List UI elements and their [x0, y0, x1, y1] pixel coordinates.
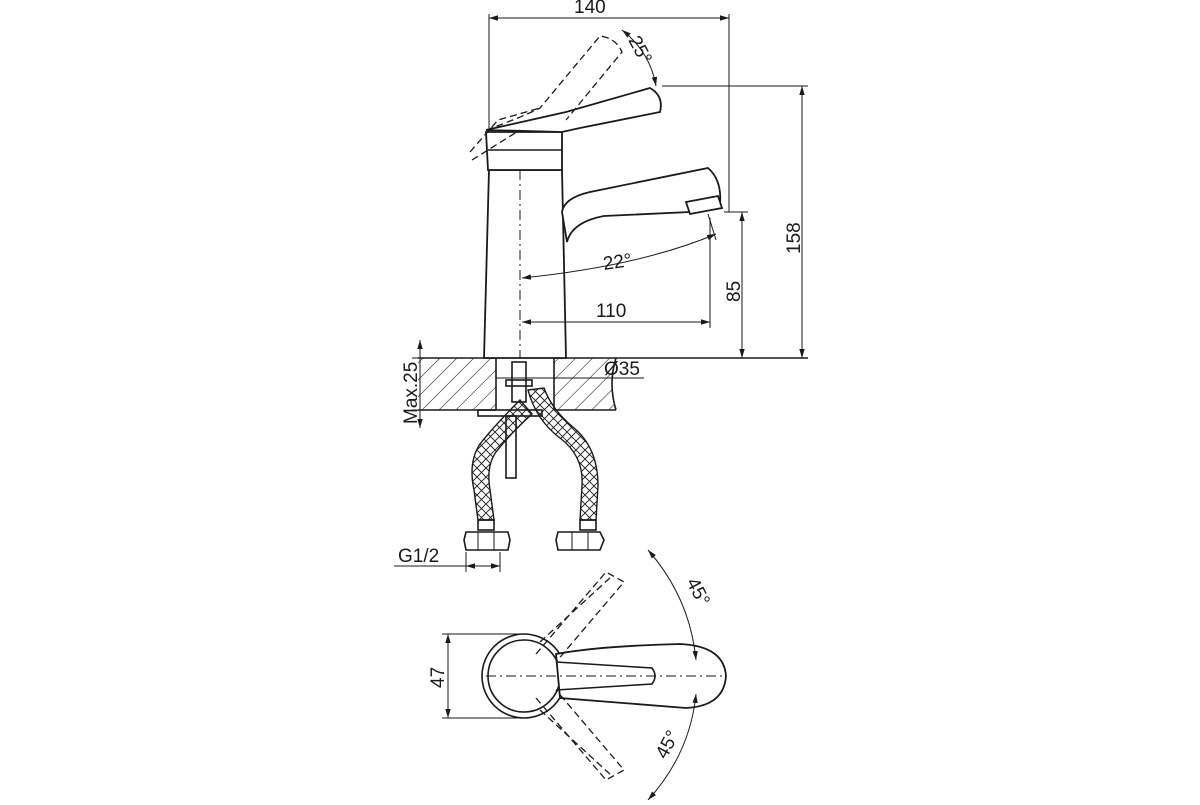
dimension-spout-reach: 110 [522, 218, 711, 328]
handle-angle-label: 25° [624, 32, 656, 67]
rotation-down-label: 45° [652, 727, 684, 762]
top-view: 45° 45° 47 [428, 549, 727, 801]
hole-diameter-label: Ø35 [604, 359, 640, 380]
dimension-height-total: 158 [662, 85, 808, 358]
thread-label: G1/2 [398, 546, 439, 567]
base-width-label: 47 [428, 667, 449, 688]
height-total-label: 158 [784, 222, 805, 254]
deck-thickness-label: Max.25 [401, 362, 422, 424]
dimension-deck-thickness: Max.25 [401, 340, 440, 428]
dimension-thread: G1/2 [394, 546, 501, 572]
dimension-spout-height: 85 [724, 211, 748, 358]
dimension-spout-angle: 22° [521, 213, 717, 280]
dimension-hole-diameter: Ø35 [496, 359, 644, 380]
spout-height-label: 85 [724, 281, 745, 302]
dimension-base-width: 47 [428, 633, 524, 719]
width-top-label: 140 [574, 0, 606, 18]
dimension-handle-angle: 25° [621, 29, 658, 87]
dimension-rotation-down: 45° [647, 693, 698, 801]
side-view: 140 25° 158 22° 85 110 [394, 0, 808, 572]
spout-angle-label: 22° [602, 250, 633, 275]
dimension-width-top: 140 [488, 0, 730, 212]
spout-reach-label: 110 [596, 301, 626, 322]
mounting-hardware [463, 361, 605, 551]
rotation-up-label: 45° [682, 574, 714, 609]
